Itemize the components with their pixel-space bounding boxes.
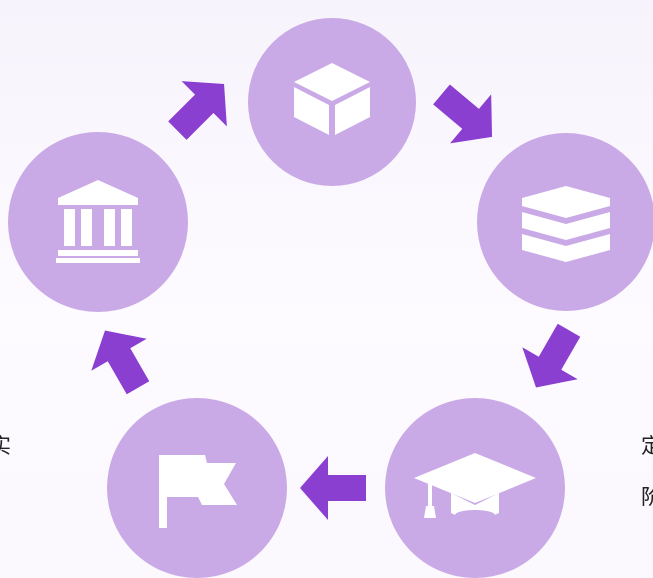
edge-label-right-line2: 阶 [641,485,653,509]
flag-icon [159,455,237,528]
graduation-cap-icon [414,453,536,520]
node-top [248,18,416,186]
arrow-bottom-left-to-left [91,330,150,395]
bank-icon [56,180,140,263]
edge-label-left: 实 [0,434,11,458]
arrow-right-to-bottom-right [522,323,581,388]
arrow-bottom-right-to-bottom-left [300,456,366,520]
node-right [477,133,653,311]
arrow-top-to-right [433,84,493,144]
node-top-circle [248,18,416,186]
node-bottom-left [107,398,287,578]
node-left-circle [8,132,188,312]
arrow-left-to-top [168,81,227,140]
node-right-circle [477,133,653,311]
node-left [8,132,188,312]
node-bottom-right [385,398,565,578]
edge-label-right-line1: 定 [641,434,653,458]
cube-icon [294,63,370,135]
layers-icon [522,186,610,262]
